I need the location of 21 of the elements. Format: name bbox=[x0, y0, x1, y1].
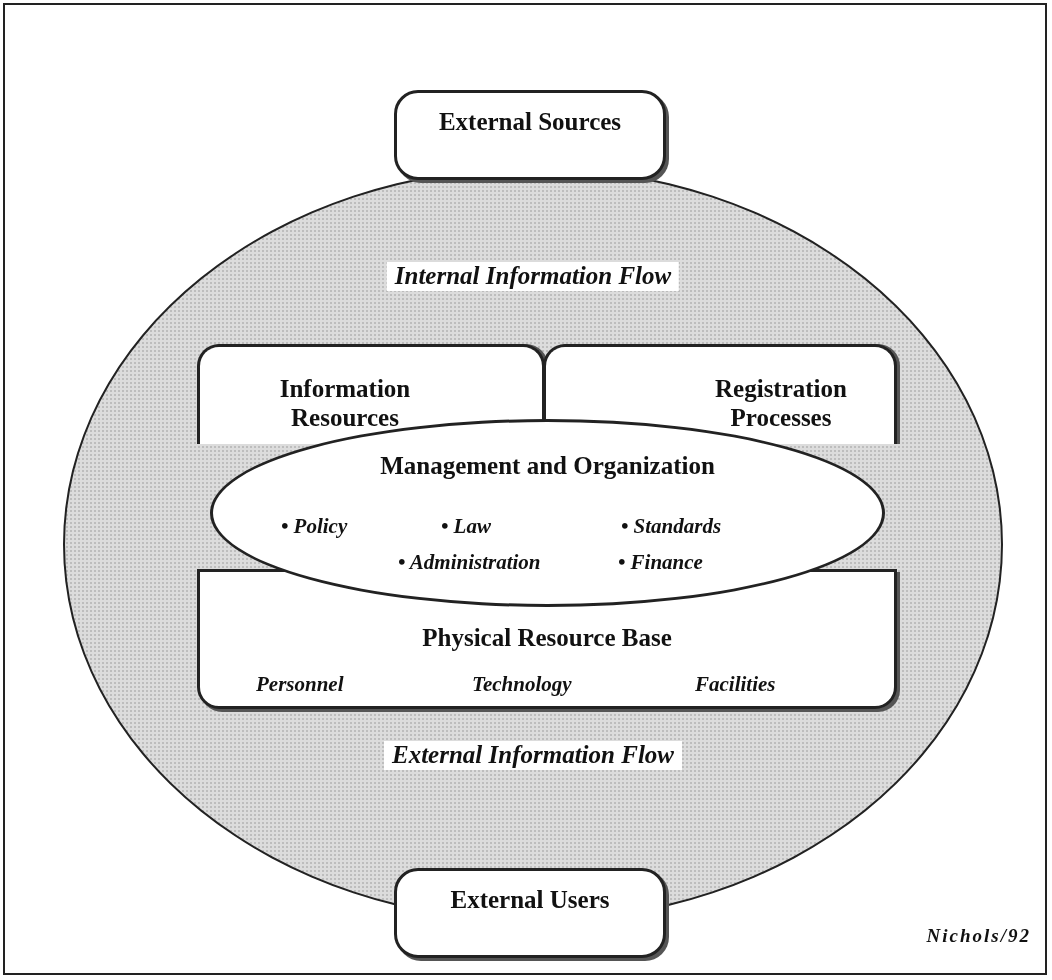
list-item: • Standards bbox=[621, 514, 722, 539]
box-title: Physical Resource Base bbox=[422, 624, 672, 653]
rounded-box bbox=[394, 90, 666, 180]
list-item: • Policy bbox=[281, 514, 348, 539]
flow-label: External Information Flow bbox=[384, 741, 682, 770]
box-title: External Sources bbox=[437, 108, 623, 137]
author-credit: Nichols/92 bbox=[926, 925, 1031, 947]
item-label: Personnel bbox=[256, 672, 344, 697]
rounded-box bbox=[543, 344, 897, 444]
flow-label: Internal Information Flow bbox=[386, 262, 680, 291]
box-title: Information Resources bbox=[278, 375, 412, 433]
ellipse-title: Management and Organization bbox=[380, 452, 715, 481]
list-item: • Law bbox=[441, 514, 491, 539]
item-label: Facilities bbox=[695, 672, 776, 697]
item-label: Technology bbox=[472, 672, 572, 697]
box-title: External Users bbox=[449, 886, 611, 915]
rounded-box bbox=[394, 868, 666, 958]
list-item: • Finance bbox=[618, 550, 703, 575]
box-title: Registration Processes bbox=[714, 375, 848, 433]
list-item: • Administration bbox=[398, 550, 541, 575]
rounded-box bbox=[197, 344, 545, 444]
